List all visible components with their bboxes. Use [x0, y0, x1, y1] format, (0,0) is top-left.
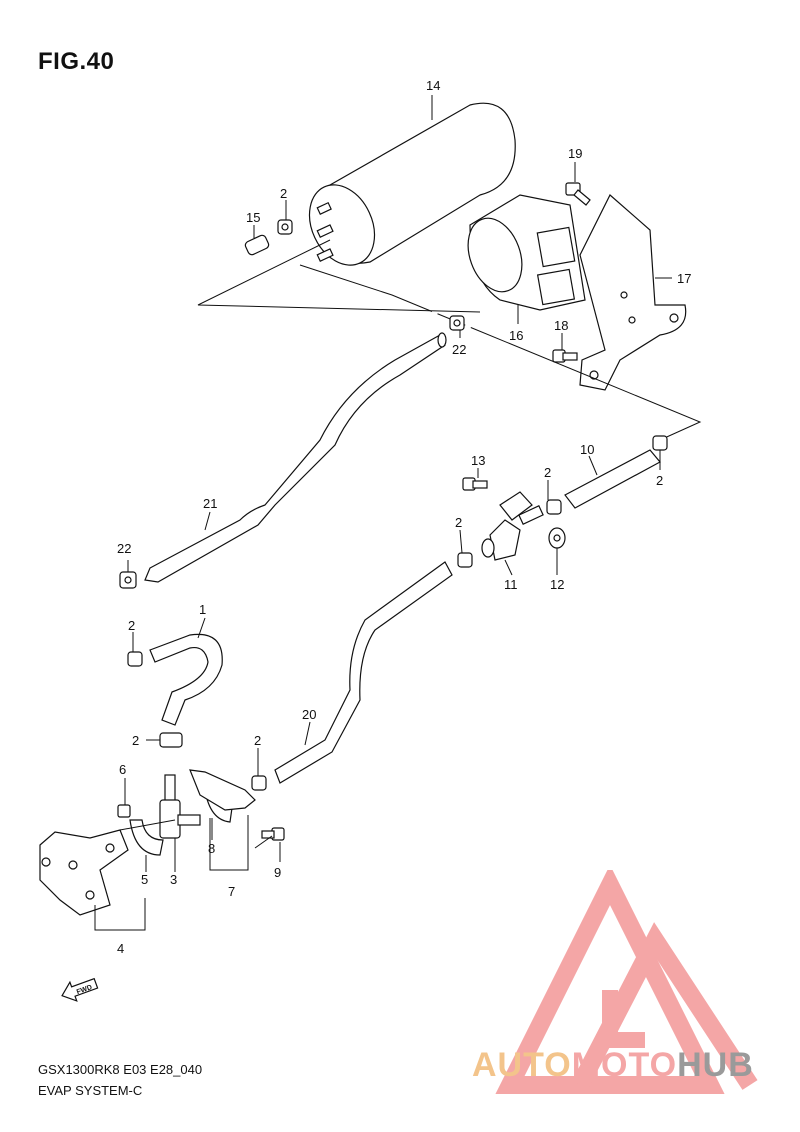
clamp-2-fitting — [159, 732, 183, 748]
callout-22-left: 22 — [117, 541, 131, 556]
clamp-2-top — [277, 219, 293, 235]
valve-11 — [481, 491, 544, 561]
callout-2-hose10-right: 2 — [656, 473, 663, 488]
callout-7: 7 — [228, 884, 235, 899]
system-name: EVAP SYSTEM-C — [38, 1083, 143, 1098]
hose-21 — [144, 332, 447, 583]
callout-1: 1 — [199, 602, 206, 617]
callout-12: 12 — [550, 577, 564, 592]
callout-5: 5 — [141, 872, 148, 887]
figure-title: FIG.40 — [38, 48, 115, 75]
watermark-hub: HUB — [677, 1046, 754, 1084]
clamp-22-left — [119, 571, 137, 589]
callout-21: 21 — [203, 496, 217, 511]
callout-2-canister: 2 — [280, 186, 287, 201]
callout-2-hose10-left: 2 — [544, 465, 551, 480]
fwd-arrow-icon: FWD — [61, 977, 99, 1002]
bolt-13 — [462, 477, 488, 491]
callout-4: 4 — [117, 941, 124, 956]
clamp-2-hose20 — [251, 775, 267, 791]
callout-10: 10 — [580, 442, 594, 457]
callout-19: 19 — [568, 146, 582, 161]
callout-11: 11 — [504, 577, 518, 592]
canister-14 — [308, 102, 516, 266]
callout-13: 13 — [471, 453, 485, 468]
clamp-22-top — [449, 315, 465, 331]
callout-22-top: 22 — [452, 342, 466, 357]
callout-2-fitting: 2 — [132, 733, 139, 748]
callout-15: 15 — [246, 210, 260, 225]
callout-2-hose1: 2 — [128, 618, 135, 633]
callout-8: 8 — [208, 841, 215, 856]
bolt-18 — [552, 349, 578, 363]
hose-10 — [564, 449, 661, 509]
washer-12 — [548, 527, 566, 549]
cap-15 — [244, 234, 270, 256]
callout-20: 20 — [302, 707, 316, 722]
bracket-7 — [189, 769, 256, 811]
watermark-auto: AUTO — [472, 1046, 572, 1084]
watermark-text: AUTOMOTOHUB — [472, 1046, 754, 1085]
callout-2-hose20: 2 — [254, 733, 261, 748]
bracket-17 — [579, 194, 687, 391]
bolt-9 — [261, 827, 285, 841]
cushion-5 — [129, 819, 164, 856]
bolt-6 — [117, 804, 131, 818]
callout-17: 17 — [677, 271, 691, 286]
callout-14: 14 — [426, 78, 440, 93]
clamp-2-hose10-left — [546, 499, 562, 515]
bracket-4 — [39, 829, 129, 916]
callout-6: 6 — [119, 762, 126, 777]
callout-9: 9 — [274, 865, 281, 880]
watermark-logo — [495, 870, 758, 1094]
clamp-2-hose10-right — [652, 435, 668, 451]
model-code: GSX1300RK8 E03 E28_040 — [38, 1062, 203, 1077]
screw-19 — [565, 182, 591, 206]
clamp-2-hose1 — [127, 651, 143, 667]
holder-16 — [467, 194, 586, 311]
callout-18: 18 — [554, 318, 568, 333]
joint-3 — [159, 774, 201, 839]
clamp-2-valve — [457, 552, 473, 568]
callout-3: 3 — [170, 872, 177, 887]
callout-16: 16 — [509, 328, 523, 343]
hose-20 — [274, 561, 453, 784]
callout-2-valve: 2 — [455, 515, 462, 530]
watermark-moto: MOTO — [571, 1046, 678, 1084]
hose-1 — [149, 633, 223, 726]
